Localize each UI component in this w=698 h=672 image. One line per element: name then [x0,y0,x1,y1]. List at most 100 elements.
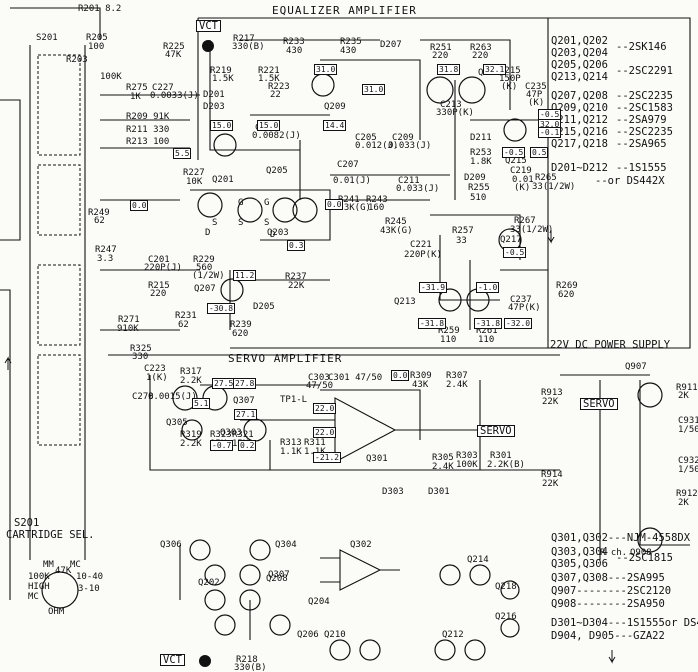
component-label: R231 [175,311,197,321]
component-label: 220 [150,289,167,299]
component-label: R265 [535,173,557,183]
component-label: R205 [86,33,108,43]
component-label: R271 [118,315,140,325]
component-label: 560 [196,263,213,273]
servo-box-2: SERVO [580,398,618,410]
component-label: 1K [130,92,141,102]
component-label: 220 [472,51,489,61]
component-label: 1.1K [280,447,302,457]
dc-voltage-value: 0.0 [130,200,149,211]
component-label: 100K [456,460,478,470]
component-label: 43K [412,380,429,390]
servo-amplifier-title: SERVO AMPLIFIER [228,352,343,365]
component-label: R249 [88,208,110,218]
parts-list-top-value: --2SC2235 [616,126,673,138]
power-rail-line [198,17,691,349]
component-label: 62 [94,216,105,226]
component-label: 1/50 [678,465,698,475]
component-label: D301 [428,487,450,497]
component-label: 2.2K [180,439,202,449]
dc-voltage-value: -32.0 [504,318,533,329]
component-label: R275 [126,83,148,93]
dc-voltage-value: 0.0 [391,370,410,381]
component-label: S201 [36,33,58,43]
component-label: 0.01 [512,175,534,185]
dc-voltage-value: 31.8 [437,64,461,75]
parts-list-top-designator: Q211,Q212 [551,114,608,126]
component-label: 220 [432,51,449,61]
component-label: 22K [542,397,559,407]
parts-list-top-value: --2SK146 [616,41,667,53]
dc-voltage-value: 5.1 [192,398,211,409]
component-label: 2K [678,498,689,508]
component-label: 47K [165,50,182,60]
parts-list-top-designator: D201~D212 [551,162,608,174]
component-label: R267 [514,216,536,226]
component-label: R217 [233,34,255,44]
cartridge-mm: MM [43,560,54,570]
parts-list-bottom-item: Q907--------2SC2120 [551,585,672,597]
component-label: 150P [499,74,521,84]
vct-box-top: VCT [196,20,221,32]
component-label: C201 [148,255,170,265]
component-label: 220P(J) [144,263,182,273]
component-label: R325 [130,344,152,354]
component-label: Q305 [166,418,188,428]
component-label: R221 [258,66,280,76]
component-label: S [238,218,244,228]
cartridge-mc: MC [70,560,81,570]
component-label: 0.033(J) [396,184,440,194]
parts-list-top-designator: Q201,Q202 [551,35,608,47]
component-label: 47P [526,90,543,100]
component-label: 430 [340,46,357,56]
component-label: R301 [490,451,512,461]
component-label: D201 [203,90,225,100]
component-label: 0.0015(J) [148,392,197,402]
component-label: C213 [440,100,462,110]
component-label: 1.5K [212,74,234,84]
dc-voltage-value: 22.0 [313,427,337,438]
component-label: Q215 [505,156,527,166]
component-label: 0.012(J) [355,141,399,151]
component-label: Q209 [324,102,346,112]
parts-list-bottom-item: Q305,Q306 [551,558,608,570]
opamp-q301-shape [334,397,397,463]
component-label: Q217 [500,235,522,245]
component-label: R259 [438,326,460,336]
component-label: R218 [236,655,258,665]
parts-list-top-designator: Q203,Q204 [551,47,608,59]
component-label: R ch. [600,548,628,558]
component-label: R313 [280,438,302,448]
component-label: 100 [88,42,105,52]
component-label: 3.3K(G) [333,203,371,213]
dc-voltage-value: -0.7 [210,440,234,451]
dc-voltage-value: 0.5 [530,147,549,158]
component-label: Q301 [366,454,388,464]
parts-list-bottom-item: Q303,Q304 [551,546,608,558]
component-label: C303 [308,373,330,383]
cartridge-100k: 100K [28,572,50,582]
component-label: Q307 [233,396,255,406]
component-label: 910K [117,324,139,334]
component-label: 110 [478,335,495,345]
opamp-q302-shape [339,549,382,591]
component-label: C211 [398,176,420,186]
component-label: 1.8K [470,157,492,167]
parts-list-bottom-item: Q307,Q308---2SA995 [551,572,665,584]
dc-voltage-value: -31.8 [418,318,447,329]
parts-list-top-value: --2SC2235 [616,90,673,102]
component-label: C227 [152,83,174,93]
component-label: Q218 [495,582,517,592]
component-label: 47P(K) [508,303,541,313]
parts-list-bottom-item: Q301,Q302---NJM-4558DX [551,532,691,544]
component-label: Q907 [625,362,647,372]
component-label: Q206 [297,630,319,640]
component-label: R321 [232,430,254,440]
component-label: (K) [501,82,518,92]
component-label: R257 [452,226,474,236]
dc-voltage-value: 0.3 [287,240,306,251]
component-label: S [264,218,270,228]
component-label: Q212 [442,630,464,640]
parts-list-top-value: --2SA979 [616,114,667,126]
